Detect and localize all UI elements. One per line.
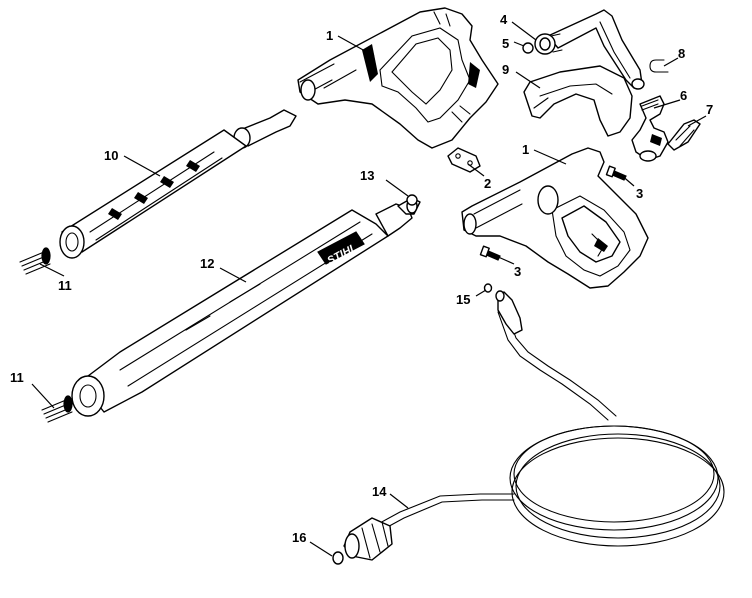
- part-3-screw-lower: [479, 245, 501, 261]
- callout-14: 14: [372, 484, 387, 499]
- part-2-gasket-plate: [447, 147, 481, 173]
- callout-15: 15: [456, 292, 470, 307]
- callout-13: 13: [360, 168, 374, 183]
- callout-8: 8: [678, 46, 685, 61]
- callout-3-lower: 3: [514, 264, 521, 279]
- part-15-o-ring: [483, 283, 493, 293]
- part-1-upper-gun-housing: [297, 7, 499, 149]
- part-16-o-ring: [332, 551, 344, 565]
- callout-5: 5: [502, 36, 509, 51]
- part-12-spray-lance: STIHL: [71, 197, 421, 417]
- callout-10: 10: [104, 148, 118, 163]
- callout-6: 6: [680, 88, 687, 103]
- part-13-o-ring: [406, 194, 418, 206]
- callout-1-lower: 1: [522, 142, 529, 157]
- callout-4: 4: [500, 12, 508, 27]
- callout-labels: 1 1 2 3 3 4 5 6 7 8 9 10 11 11 12 13 14 …: [10, 12, 713, 545]
- callout-11-lower: 11: [10, 370, 24, 385]
- part-11-spring-lower: [41, 395, 73, 423]
- part-14-high-pressure-hose: [343, 290, 725, 561]
- part-3-screw-upper: [605, 165, 627, 181]
- callout-2: 2: [484, 176, 491, 191]
- part-4-trigger-lever: [547, 9, 645, 90]
- part-9-trigger: [523, 65, 633, 137]
- part-7-clip: [667, 119, 701, 151]
- callout-9: 9: [502, 62, 509, 77]
- callout-11-upper: 11: [58, 278, 72, 293]
- callout-7: 7: [706, 102, 713, 117]
- part-1-lower-gun-housing: [461, 147, 649, 289]
- part-10-lance-tube: [59, 109, 297, 259]
- leader-lines: [31, 21, 707, 557]
- part-6-valve: [631, 95, 669, 162]
- callout-3-upper: 3: [636, 186, 643, 201]
- part-11-spring-upper: [19, 247, 51, 275]
- callout-1-upper: 1: [326, 28, 333, 43]
- part-5-o-ring: [522, 33, 563, 55]
- callout-12: 12: [200, 256, 214, 271]
- part-8-spring-clip: [649, 59, 669, 73]
- callout-16: 16: [292, 530, 306, 545]
